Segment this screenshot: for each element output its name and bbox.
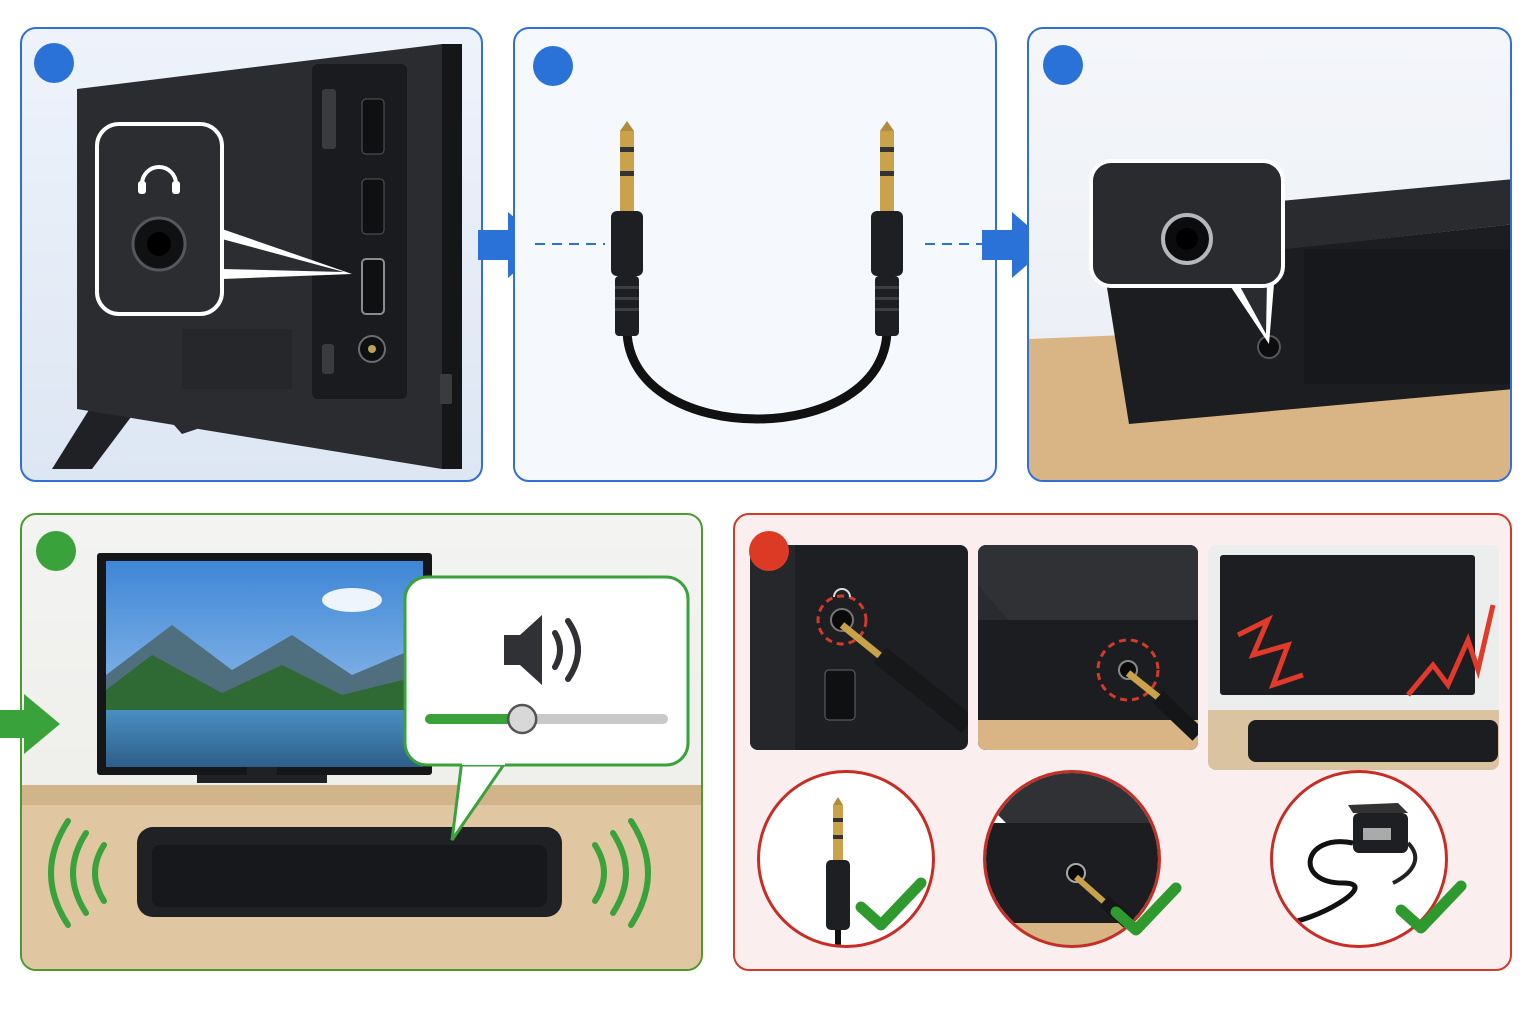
tv-soundbar-scene [22,553,701,969]
headphone-icon [138,165,180,194]
step-panel-sound-output [20,513,703,971]
sound-waves-right [592,818,651,928]
check-cable-circle [757,770,935,948]
aux-plug-left [611,121,643,336]
step-badge-1 [34,43,74,83]
sound-waves-left [48,818,107,928]
arrow-right-icon [0,694,60,754]
volume-callout [403,575,690,767]
step-panel-soundbar-input [1027,27,1512,482]
arrow-right-icon [478,212,546,278]
check-interference-photo [1208,545,1499,770]
step-badge-3 [1043,45,1083,85]
soundbar-illustration [1029,159,1510,480]
checkmark-icon [1395,880,1467,934]
step-badge-4 [36,531,76,571]
arrow-right-icon [982,212,1050,278]
volume-fill [425,714,523,724]
step-badge-2 [533,46,573,86]
step-panel-aux-cable [513,27,997,482]
aux-plug-right [871,121,903,336]
speaker-volume-icon [504,615,581,685]
step-panel-troubleshooting [733,513,1512,971]
aux-cable-illustration [535,121,985,424]
tv-side-illustration [52,44,462,469]
checkmark-icon [1110,882,1182,936]
cable-wire [622,328,892,424]
check-soundbar-circle [983,770,1161,948]
check-tv-jack-photo [750,545,968,750]
step-panel-tv-jack [20,27,483,482]
volume-slider-handle[interactable] [506,703,538,735]
check-soundbar-jack-photo [978,545,1198,750]
step-badge-5 [749,531,789,571]
checkmark-icon [855,877,927,931]
